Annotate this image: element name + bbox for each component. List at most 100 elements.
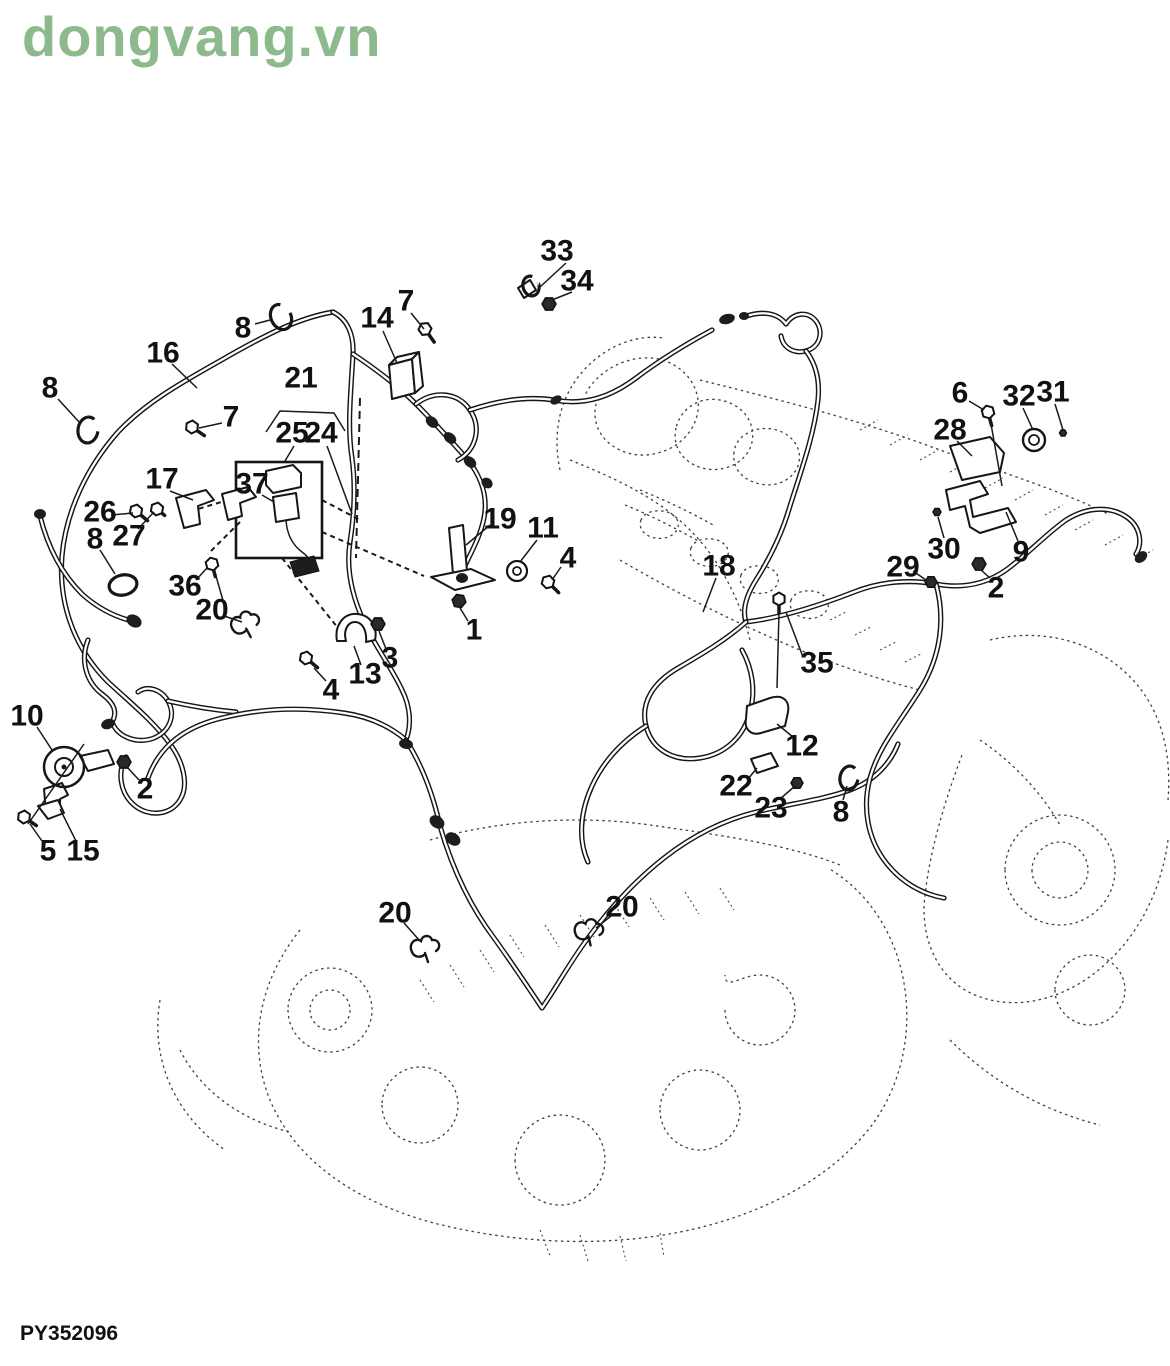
clamp [268,302,294,332]
callout-number: 28 [933,414,966,447]
callout-number: 20 [378,897,411,930]
callout-number: 23 [754,792,787,825]
harness-wire [403,737,901,1011]
harness-wire-core [742,312,822,353]
small-parts-layer [17,274,1148,964]
harness-wire-layer [37,309,1143,1011]
bracket-part [37,799,65,820]
bolt-head [772,591,786,607]
machinery-dashed-outline [659,1069,741,1151]
harness-wire-core [580,724,648,864]
bracket-part [517,279,537,299]
machinery-dashed-outline [699,379,1111,516]
callout-leader [171,363,198,389]
harness-wire-core [146,708,408,780]
callout-leader-path [27,743,85,825]
connector-blob [443,432,457,444]
dashed-wire [207,521,241,555]
wiring-clip [229,610,261,639]
o-ring [107,573,139,597]
machinery-dashed-outline [624,489,716,543]
callout-leader [465,524,491,546]
machinery-dashed-outline [287,967,373,1053]
callout-leader [378,630,387,650]
harness-wire-core [743,349,820,624]
callout-leader [779,785,796,800]
callout-leader [126,766,140,781]
callout-number: 4 [560,542,577,575]
harness-wire-core [744,508,1141,624]
callout-leader [313,667,327,682]
dashed-wire [197,496,239,510]
machinery-dashed-outline [539,1229,665,1262]
callout-number: 11 [527,512,559,545]
round-part [1021,427,1047,453]
round-part [1028,434,1040,446]
callout-leader [403,922,421,942]
callout-leader [842,785,848,801]
connector-blob [1134,551,1148,563]
machinery-dashed-outline [859,419,1154,561]
callout-number: 20 [605,891,638,924]
callout-leader [956,440,973,457]
callout-leader [198,422,223,429]
callout-number: 19 [483,503,516,536]
clamp [76,415,100,445]
callout-leader [968,400,985,411]
machinery-dashed-outline [381,1066,459,1144]
callout-leader [59,808,77,842]
round-part [42,745,86,789]
callout-number: 37 [235,468,268,501]
callout-number: 6 [952,377,969,410]
callout-leader [1054,403,1064,431]
bolt-head [204,556,220,572]
callout-leader [747,767,758,780]
callout-leader [284,445,295,462]
machinery-dashed-outline [639,510,679,540]
bracket-part [945,480,1017,534]
callout-number: 2 [137,773,154,806]
callout-leader [36,726,53,751]
nut [116,755,132,769]
callout-number: 7 [398,285,415,318]
callout-number: 24 [304,417,338,450]
callout-leader [223,615,243,623]
callout-leader [326,445,353,515]
harness-wire-core [331,310,411,742]
callout-number: 35 [800,647,833,680]
bolt-head [17,809,31,825]
connector-blob [425,416,439,428]
connector-blob [34,509,46,519]
callout-number: 30 [927,533,960,566]
callout-leader [57,398,81,424]
figure-part-code: PY352096 [20,1322,119,1345]
harness-wire-core [83,638,116,724]
callout-leader [785,611,804,658]
nut [971,557,987,571]
machinery-dashed-outline [674,398,754,471]
callout-leader [29,823,43,842]
harness-wire [467,327,715,413]
connector-blob [481,477,493,489]
callout-number: 29 [886,551,919,584]
nut [541,297,557,311]
dashed-wire [281,557,339,629]
bracket-part [265,464,302,494]
callout-number: 9 [1013,536,1030,569]
connector-blob [445,832,461,846]
machinery-dashed-outline [157,999,291,1151]
harness-wire-core [460,458,487,574]
callout-leader-path [265,410,346,433]
bolt-head [185,419,199,435]
nut [1058,429,1068,437]
bracket-part [335,612,377,643]
connector-blob [456,573,468,583]
connector-blob [550,395,562,405]
machinery-dashed-outline [556,336,665,471]
callout-leader [1022,407,1034,431]
machinery-dashed-outline [733,427,801,486]
callout-number: 27 [112,520,145,553]
callout-leader [382,330,398,364]
callout-leader [1005,511,1019,542]
bracket-part [411,351,424,394]
